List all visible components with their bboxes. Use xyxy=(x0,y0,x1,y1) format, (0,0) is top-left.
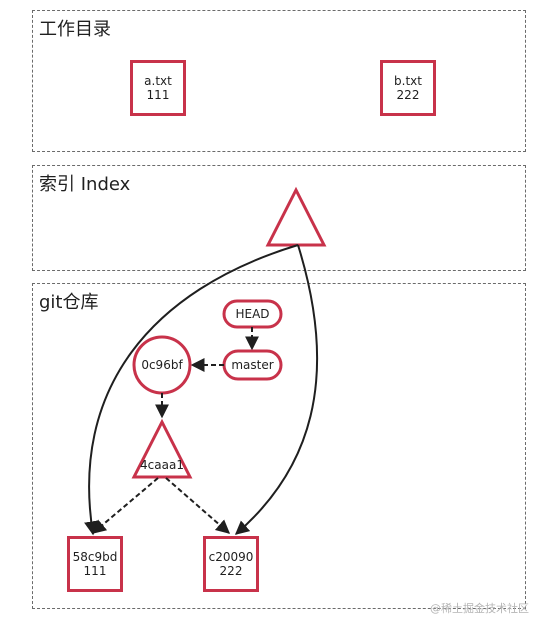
repo-section: git仓库 xyxy=(32,283,526,609)
index-to-blob-a-arrow xyxy=(84,244,299,536)
workdir-file-a: a.txt 111 xyxy=(130,60,186,116)
workdir-title: 工作目录 xyxy=(39,19,111,40)
repo-title: git仓库 xyxy=(39,292,99,313)
workdir-file-b-content: 222 xyxy=(396,88,420,102)
workdir-file-a-content: 111 xyxy=(146,88,170,102)
blob-a-box: 58c9bd 111 xyxy=(67,536,123,592)
blob-b-box: c20090 222 xyxy=(203,536,259,592)
index-title: 索引 Index xyxy=(39,174,131,195)
head-label: HEAD xyxy=(235,307,269,321)
index-triangle xyxy=(265,186,327,247)
tree-triangle xyxy=(131,418,193,479)
workdir-file-b-name: b.txt xyxy=(394,74,422,88)
commit-label: 0c96bf xyxy=(141,358,183,372)
tree-label: 4caaa1 xyxy=(140,458,184,472)
blob-b-hash: c20090 xyxy=(208,550,254,564)
tree-to-blob-b-arrow xyxy=(165,477,231,534)
master-label: master xyxy=(231,358,273,372)
blob-b-content: 222 xyxy=(219,564,243,578)
workdir-file-b: b.txt 222 xyxy=(380,60,436,116)
index-to-blob-b-arrow xyxy=(234,244,319,535)
watermark: @稀土掘金技术社区 xyxy=(430,602,529,615)
workdir-section: 工作目录 xyxy=(32,10,526,152)
blob-a-content: 111 xyxy=(83,564,107,578)
tree-to-blob-a-arrow xyxy=(91,477,159,534)
workdir-file-a-name: a.txt xyxy=(144,74,172,88)
blob-a-hash: 58c9bd xyxy=(72,550,118,564)
index-section: 索引 Index xyxy=(32,165,526,271)
